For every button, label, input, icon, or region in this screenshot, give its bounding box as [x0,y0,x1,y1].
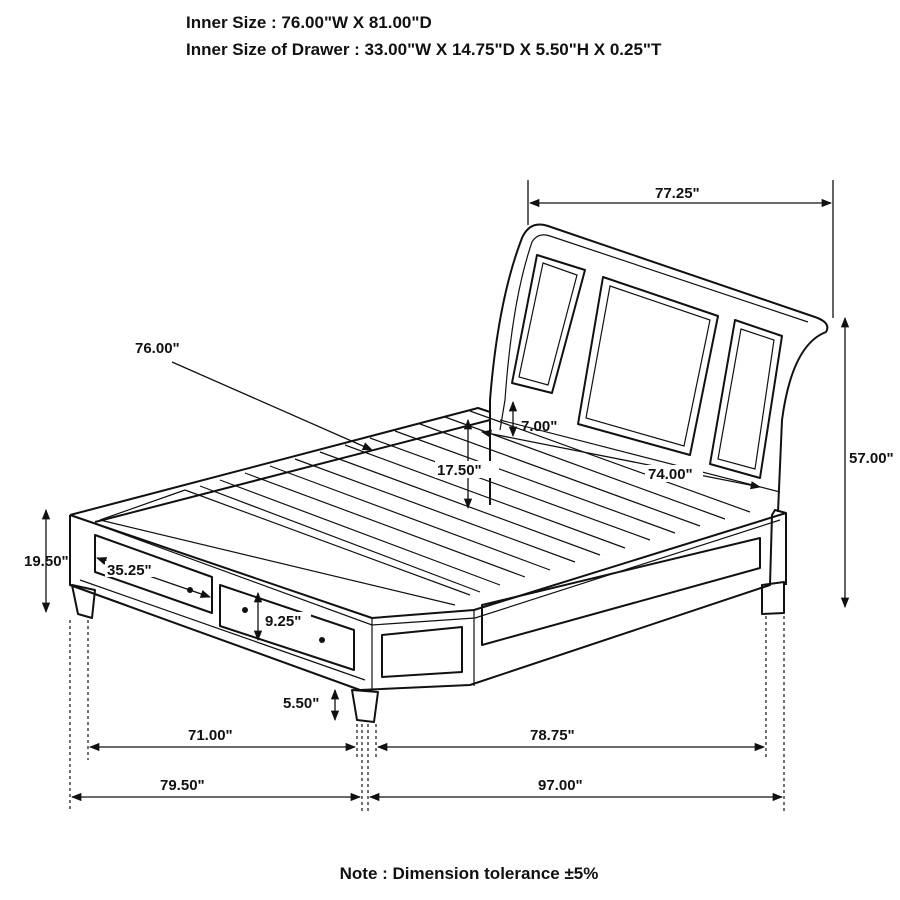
leg-left [71,584,96,619]
rail-height-label: 17.50" [437,462,482,479]
width-inner-label: 71.00" [188,727,233,744]
leg-front [351,689,379,723]
inner-width-label: 76.00" [135,340,180,357]
dimension-arrows [41,198,850,802]
overall-length-label: 97.00" [538,777,583,794]
drawer-height-label: 9.25" [265,613,301,630]
headboard-height-label: 57.00" [849,450,894,467]
extension-lines [69,180,834,812]
drawer-inner-size-spec: Inner Size of Drawer : 33.00"W X 14.75"D… [186,40,662,59]
headboard-width-label: 77.25" [655,185,700,202]
overall-width-label: 79.50" [160,777,205,794]
inner-headboard-width-label: 74.00" [648,466,693,483]
headboard-panel-right [709,319,783,479]
side-rail-panel [481,537,761,646]
drawer-width-label: 35.25" [107,562,152,579]
footboard-height-label: 19.50" [24,553,69,570]
panel-gap-label: 7.00" [521,418,557,435]
leg-height-label: 5.50" [283,695,319,712]
bed-frame [69,407,787,723]
headboard-panel-center [577,276,719,456]
inner-size-spec: Inner Size : 76.00"W X 81.00"D [186,13,432,32]
headboard-panel-left [511,254,586,394]
headboard-leg-right [761,581,785,615]
tolerance-note: Note : Dimension tolerance ±5% [339,864,599,883]
slats [99,410,751,606]
footboard-corner-panel [381,626,463,678]
length-inner-label: 78.75" [530,727,575,744]
